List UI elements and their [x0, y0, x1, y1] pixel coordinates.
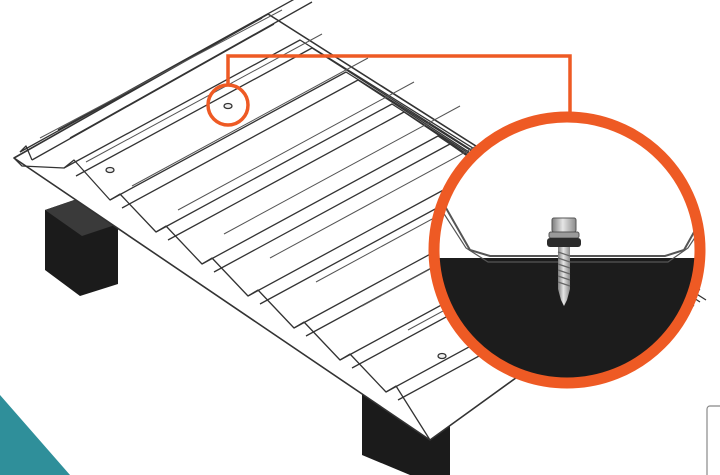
timber-support-left [45, 198, 118, 296]
fixing-hole [223, 102, 233, 110]
fixing-hole [105, 166, 115, 174]
fixing-hole [437, 352, 447, 360]
magnifier-ring [428, 111, 706, 389]
self-drilling-screw [547, 217, 581, 306]
partial-frame [706, 405, 720, 475]
callout-connector [206, 54, 572, 127]
corner-accent [0, 395, 70, 475]
